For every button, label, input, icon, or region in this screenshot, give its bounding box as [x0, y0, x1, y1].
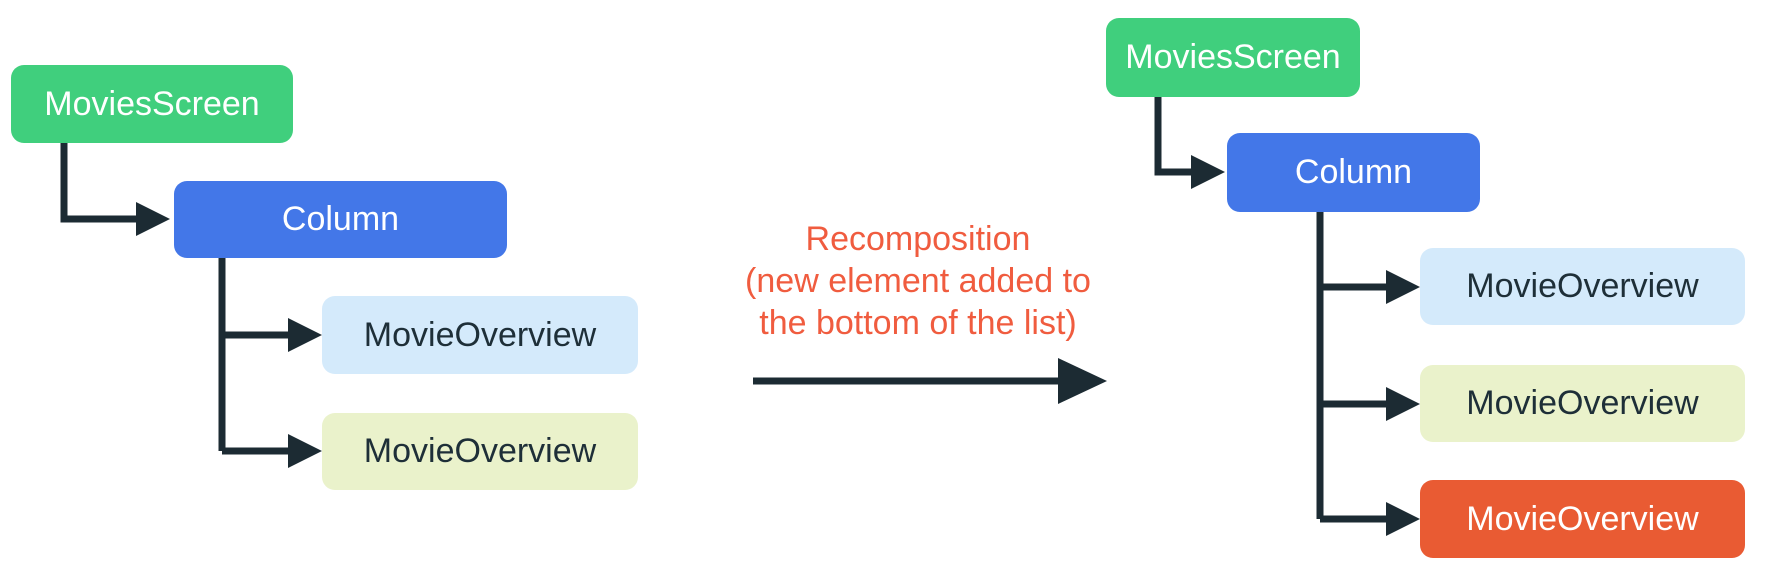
annotation-line-2: (new element added to [745, 262, 1091, 300]
before-root-node: MoviesScreen [11, 65, 293, 143]
connector-strokes [60, 94, 1386, 523]
after-root-elbow [1154, 94, 1191, 176]
before-root-elbow [60, 140, 136, 223]
annotation-line-3: the bottom of the list) [759, 304, 1077, 342]
after-branch-arrowhead-0 [1386, 270, 1420, 304]
before-root-arrowhead [136, 202, 170, 236]
annotation-line-1: Recomposition [805, 220, 1031, 258]
after-item-node-new: MovieOverview [1420, 480, 1745, 558]
after-item-node-1: MovieOverview [1420, 365, 1745, 442]
after-branch-arrowhead-2 [1386, 502, 1420, 536]
before-item-node-0: MovieOverview [322, 296, 638, 374]
before-item-node-1: MovieOverview [322, 413, 638, 490]
recomposition-annotation: Recomposition (new element added to the … [690, 218, 1146, 344]
after-branch-arrowhead-1 [1386, 387, 1420, 421]
connector-arrowheads [136, 155, 1420, 536]
after-root-arrowhead [1191, 155, 1225, 189]
recomposition-arrowhead [1058, 358, 1107, 404]
before-column-node: Column [174, 181, 507, 258]
after-column-node: Column [1227, 133, 1480, 212]
after-root-node: MoviesScreen [1106, 18, 1360, 97]
after-item-node-0: MovieOverview [1420, 248, 1745, 325]
before-branch-arrowhead-1 [288, 434, 322, 468]
before-branch-arrowhead-0 [288, 318, 322, 352]
